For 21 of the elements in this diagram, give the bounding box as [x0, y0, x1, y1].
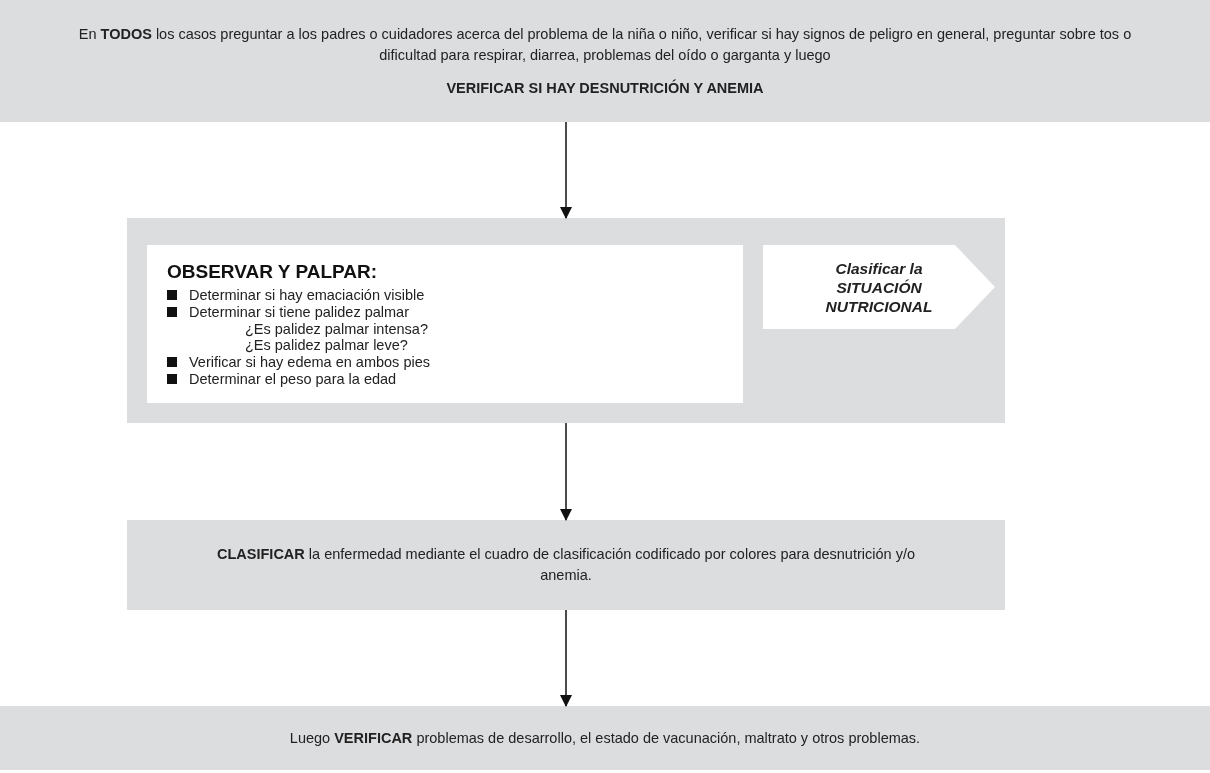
list-heading: OBSERVAR Y PALPAR: — [167, 261, 379, 283]
instruction-text: En TODOS los casos preguntar a los padres o cuidadores acerca del problema de la niña o niño, verificar si hay signos de peligro en general, preguntar sobre tos o dificultad para respirar, diarrea, problemas del oído o garganta y luego — [77, 24, 1133, 65]
arrow — [560, 121, 572, 219]
list-item: Determinar el peso para la edad — [189, 370, 397, 387]
list-item: Determinar si hay emaciación visible — [189, 287, 425, 304]
instruction-heading: VERIFICAR SI HAY DESNUTRICIÓN Y ANEMIA — [446, 78, 764, 98]
list-item: Verificar si hay edema en ambos pies — [189, 354, 430, 370]
arrow — [560, 609, 572, 707]
instruction-text: Luego VERIFICAR problemas de desarrollo, el estado de vacunación, maltrato y otros problemas. — [289, 728, 921, 748]
process-box — [127, 520, 1005, 610]
arrow — [560, 422, 572, 521]
list-item: Determinar si tiene palidez palmar — [189, 304, 409, 320]
step-panel — [127, 218, 1005, 423]
instruction-text: CLASIFICAR la enfermedad mediante el cuadro de clasificación codificado por colores para desnutrición y/o anemia. — [216, 545, 916, 585]
list-subitem: ¿Es palidez palmar leve? — [245, 337, 408, 354]
list-subitem: ¿Es palidez palmar intensa? — [245, 320, 428, 337]
step-label: Clasificar la SITUACIÓN NUTRICIONAL — [824, 258, 934, 316]
chevron-shape — [763, 245, 995, 329]
process-box — [0, 0, 1210, 122]
checklist-box — [147, 245, 743, 403]
process-box — [0, 706, 1210, 770]
